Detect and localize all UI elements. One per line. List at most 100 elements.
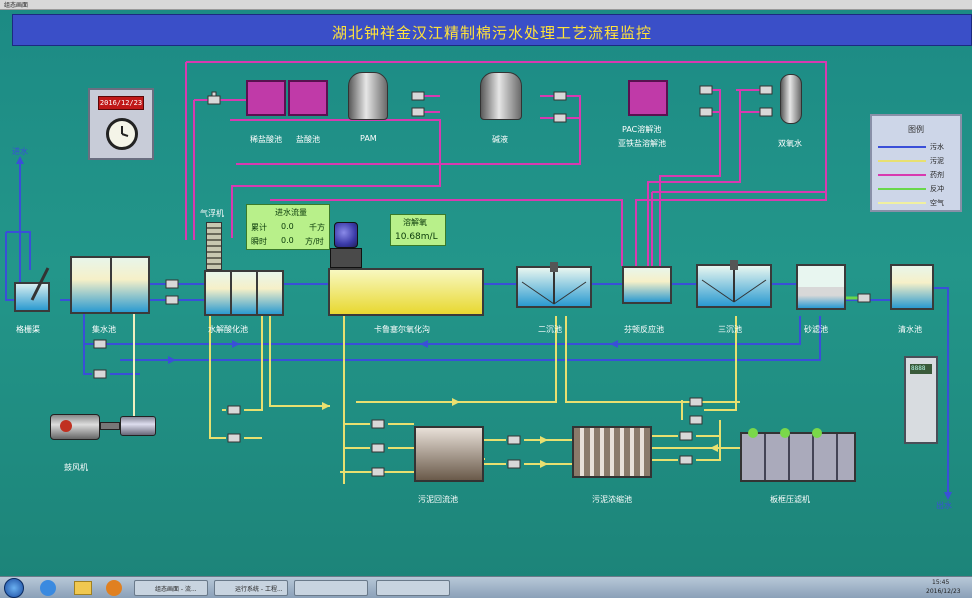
collection-tank-label: 集水池 <box>92 325 116 334</box>
dilute-hcl-label: 稀盐酸池 <box>250 135 282 144</box>
dilute-hcl-tank[interactable] <box>246 80 286 116</box>
flowmeter-row2-unit: 方/时 <box>305 237 324 246</box>
taskbar-ie-icon[interactable] <box>40 580 56 596</box>
h2o2-label: 双氧水 <box>778 139 802 148</box>
page-title: 湖北钟祥金汉江精制棉污水处理工艺流程监控 <box>331 24 652 42</box>
screen-channel-label: 格栅渠 <box>16 325 40 334</box>
clarifier-scraper-icon-2 <box>701 260 767 303</box>
hydrolysis-tank[interactable] <box>204 270 284 316</box>
blower-label: 鼓风机 <box>64 463 88 472</box>
fenton-reactor[interactable] <box>622 266 672 304</box>
taskbar-app-1[interactable]: 组态画面 - 流... <box>134 580 208 596</box>
flowmeter-row1-value: 0.0 <box>281 222 294 231</box>
window-title: 组态画面 <box>4 2 29 9</box>
pac-tank[interactable] <box>628 80 668 116</box>
flowmeter-row1-unit: 千方 <box>309 223 325 232</box>
legend-item: 空气 <box>878 198 958 208</box>
valve-icon <box>689 397 703 407</box>
aerator-motor-icon[interactable] <box>334 222 358 248</box>
legend-title: 图例 <box>908 125 924 134</box>
valve-icon <box>857 293 871 303</box>
valve-icon <box>689 415 703 425</box>
valve-icon <box>371 467 385 477</box>
legend-item: 反冲 <box>878 184 958 194</box>
valve-icon <box>93 369 107 379</box>
valve-icon <box>93 339 107 349</box>
cabinet-display-text: 8888 <box>911 365 926 372</box>
sludge-thickener[interactable] <box>572 426 652 478</box>
valve-icon <box>507 435 521 445</box>
collection-tank[interactable] <box>70 256 150 314</box>
legend-item: 污泥 <box>878 156 958 166</box>
clock-panel: 2016/12/23 <box>88 88 154 160</box>
chemical-pipes <box>185 61 827 266</box>
flowmeter-title: 进水流量 <box>275 208 307 217</box>
flowmeter-row2-name: 瞬时 <box>251 237 267 246</box>
sludge-return-tank[interactable] <box>414 426 484 482</box>
blower-unit[interactable] <box>50 410 160 442</box>
sludge-return-label: 污泥回流池 <box>418 495 458 504</box>
hcl-tank[interactable] <box>288 80 328 116</box>
alkali-tank[interactable] <box>480 72 522 120</box>
pac-label: PAC溶解池 <box>622 125 662 134</box>
sludge-pipes <box>209 316 740 484</box>
clear-water-tank[interactable] <box>890 264 934 310</box>
ferrous-label: 亚铁盐溶解池 <box>618 139 666 148</box>
valve-icon <box>371 419 385 429</box>
page-title-banner: 湖北钟祥金汉江精制棉污水处理工艺流程监控 <box>12 14 972 46</box>
valve-icon <box>553 113 567 123</box>
carrousel-label: 卡鲁塞尔氧化沟 <box>374 325 430 334</box>
h2o2-tank[interactable] <box>780 74 802 124</box>
valve-icon <box>759 85 773 95</box>
valve-icon <box>227 433 241 443</box>
valve-icon <box>759 107 773 117</box>
clear-water-label: 清水池 <box>898 325 922 334</box>
fenton-label: 芬顿反应池 <box>624 325 664 334</box>
motor-base <box>330 248 362 268</box>
valve-icon <box>207 91 221 105</box>
valve-icon <box>371 443 385 453</box>
flow-arrows <box>16 156 952 500</box>
air-flotation-unit[interactable] <box>206 222 222 270</box>
outlet-label: 出水 <box>936 501 952 510</box>
taskbar: 组态画面 - 流... 运行系统 - 工程... 15:45 2016/12/2… <box>0 576 972 598</box>
taskbar-media-icon[interactable] <box>106 580 122 596</box>
tertiary-clarifier-label: 三沉池 <box>718 325 742 334</box>
sand-filter[interactable] <box>796 264 846 310</box>
valve-icon <box>699 107 713 117</box>
taskbar-app-4[interactable] <box>376 580 450 596</box>
hcl-label: 盐酸池 <box>296 135 320 144</box>
screen-bar-icon <box>30 267 50 301</box>
taskbar-folder-icon[interactable] <box>74 581 92 595</box>
inflow-meter-panel: 进水流量 累计 0.0 千方 瞬时 0.0 方/时 <box>246 204 330 250</box>
window-titlebar: 组态画面 <box>0 0 972 10</box>
pam-tank[interactable] <box>348 72 388 120</box>
legend-item: 药剂 <box>878 170 958 180</box>
legend-item: 污水 <box>878 142 958 152</box>
alkali-label: 碱液 <box>492 135 508 144</box>
cabinet-display: 8888 <box>910 364 932 374</box>
sludge-thickener-label: 污泥浓缩池 <box>592 495 632 504</box>
valve-icon <box>411 91 425 101</box>
system-tray <box>872 579 928 597</box>
taskbar-app-2[interactable]: 运行系统 - 工程... <box>214 580 288 596</box>
flowmeter-row2-value: 0.0 <box>281 236 294 245</box>
start-button[interactable] <box>4 578 24 598</box>
taskbar-app-3[interactable] <box>294 580 368 596</box>
valve-icon <box>165 295 179 305</box>
valve-icon <box>699 85 713 95</box>
hydrolysis-tank-label: 水解酸化池 <box>208 325 248 334</box>
valve-icon <box>411 107 425 117</box>
air-flotation-label: 气浮机 <box>200 209 224 218</box>
tray-date: 2016/12/23 <box>926 588 961 595</box>
legend-panel: 图例 污水 污泥 药剂 反冲 空气 <box>870 114 962 212</box>
secondary-clarifier-label: 二沉池 <box>538 325 562 334</box>
valve-icon <box>227 405 241 415</box>
plate-frame-filter-press[interactable] <box>740 428 856 484</box>
control-cabinet[interactable]: 8888 <box>904 356 938 444</box>
valve-icon <box>679 431 693 441</box>
carrousel-oxidation-ditch[interactable] <box>328 268 484 316</box>
date-display: 2016/12/23 <box>98 96 144 110</box>
